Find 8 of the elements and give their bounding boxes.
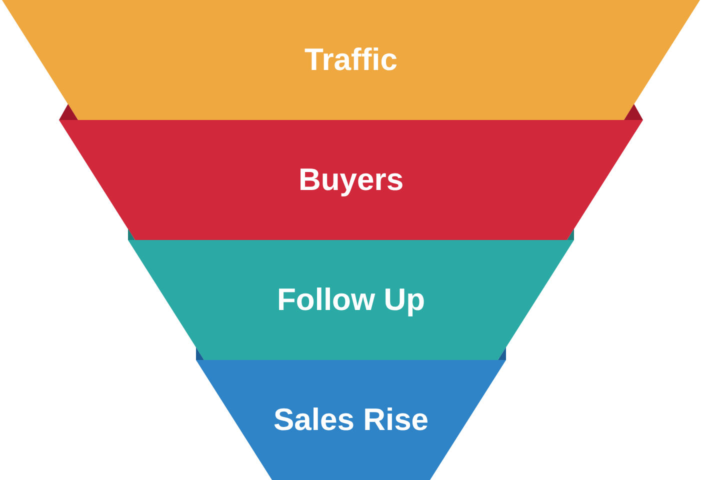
funnel-stage (128, 240, 574, 360)
funnel-stage (59, 120, 643, 240)
funnel-stage (196, 360, 506, 480)
stage-label: Follow Up (276, 282, 426, 318)
stage-label: Traffic (304, 42, 398, 78)
stage-label: Buyers (298, 162, 404, 198)
stage-label: Sales Rise (273, 402, 429, 438)
funnel-stage (2, 0, 700, 120)
